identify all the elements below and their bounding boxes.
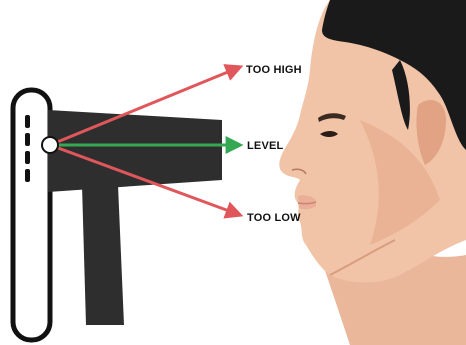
too-low-label: TOO LOW — [247, 212, 301, 224]
face-profile-illustration — [279, 0, 466, 345]
level-label: LEVEL — [247, 140, 283, 152]
phone-frame — [13, 90, 50, 340]
too-high-label: TOO HIGH — [246, 64, 302, 76]
phone-button-4 — [25, 169, 30, 182]
phone-icon — [13, 90, 50, 340]
phone-button-3 — [25, 151, 30, 164]
camera-lens-dot — [42, 137, 58, 153]
phone-button-1 — [25, 115, 30, 128]
camera-stand — [82, 185, 124, 325]
camera-mount-icon — [48, 110, 222, 325]
camera-head — [48, 110, 222, 192]
phone-button-2 — [25, 133, 30, 146]
